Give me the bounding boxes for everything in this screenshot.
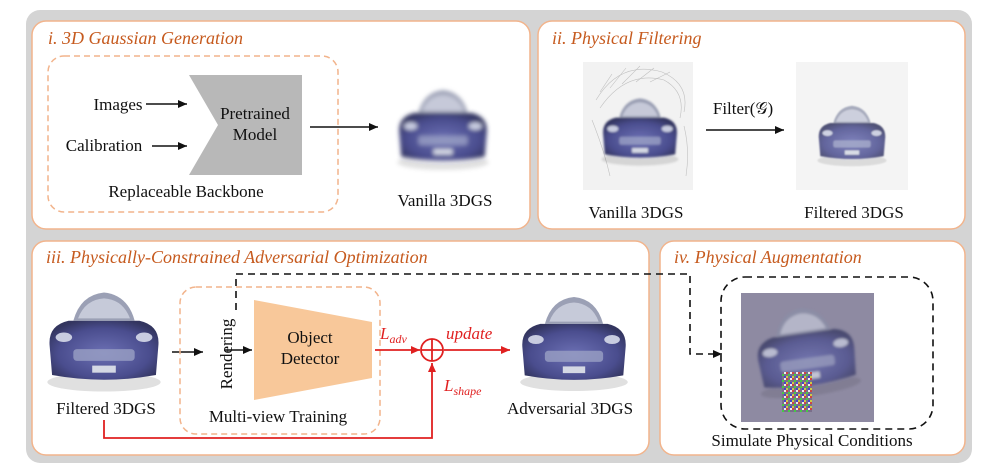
vanilla-3dgs-label: Vanilla 3DGS xyxy=(398,191,493,210)
detector-label-line1: Object xyxy=(287,328,333,347)
filtered-3dgs-image xyxy=(796,62,908,190)
backbone-label: Replaceable Backbone xyxy=(108,182,263,201)
input-images-label: Images xyxy=(93,95,142,114)
panel-title-filtering: ii. Physical Filtering xyxy=(552,28,701,48)
multiview-dashed-box xyxy=(179,286,381,435)
pretrained-model-shape xyxy=(189,75,302,175)
augmentation-caption: Simulate Physical Conditions xyxy=(711,431,912,450)
backbone-dashed-box xyxy=(47,55,339,213)
filter-label: Filter(𝒢) xyxy=(713,99,773,118)
rendering-label: Rendering xyxy=(217,318,236,389)
loss-adv-label: Ladv xyxy=(379,324,407,346)
loss-shape-label: Lshape xyxy=(443,376,482,398)
vanilla-3dgs-noisy-image xyxy=(583,62,693,190)
object-detector-shape xyxy=(254,300,372,400)
augmented-car-image xyxy=(741,293,874,422)
shape-loss-arrow xyxy=(103,363,436,439)
model-label-line2: Model xyxy=(233,125,278,144)
filtered-3dgs-input-label: Filtered 3DGS xyxy=(56,399,156,418)
sum-node xyxy=(420,338,444,362)
panel-title-augmentation: iv. Physical Augmentation xyxy=(674,247,862,267)
panel-title-generation: i. 3D Gaussian Generation xyxy=(48,28,243,48)
input-calibration-label: Calibration xyxy=(66,136,143,155)
vanilla-3dgs-label-2: Vanilla 3DGS xyxy=(589,203,684,222)
detector-label-line2: Detector xyxy=(281,349,340,368)
adversarial-3dgs-label: Adversarial 3DGS xyxy=(507,399,633,418)
filtered-3dgs-label: Filtered 3DGS xyxy=(804,203,904,222)
render-to-augmentation-dashed-arrow xyxy=(235,273,722,358)
augmentation-dashed-box xyxy=(720,276,934,430)
model-label-line1: Pretrained xyxy=(220,104,290,123)
adversarial-patch xyxy=(782,372,812,412)
panel-title-optimization: iii. Physically-Constrained Adversarial … xyxy=(46,247,428,267)
multiview-label: Multi-view Training xyxy=(209,407,348,426)
update-label: update xyxy=(446,324,493,343)
